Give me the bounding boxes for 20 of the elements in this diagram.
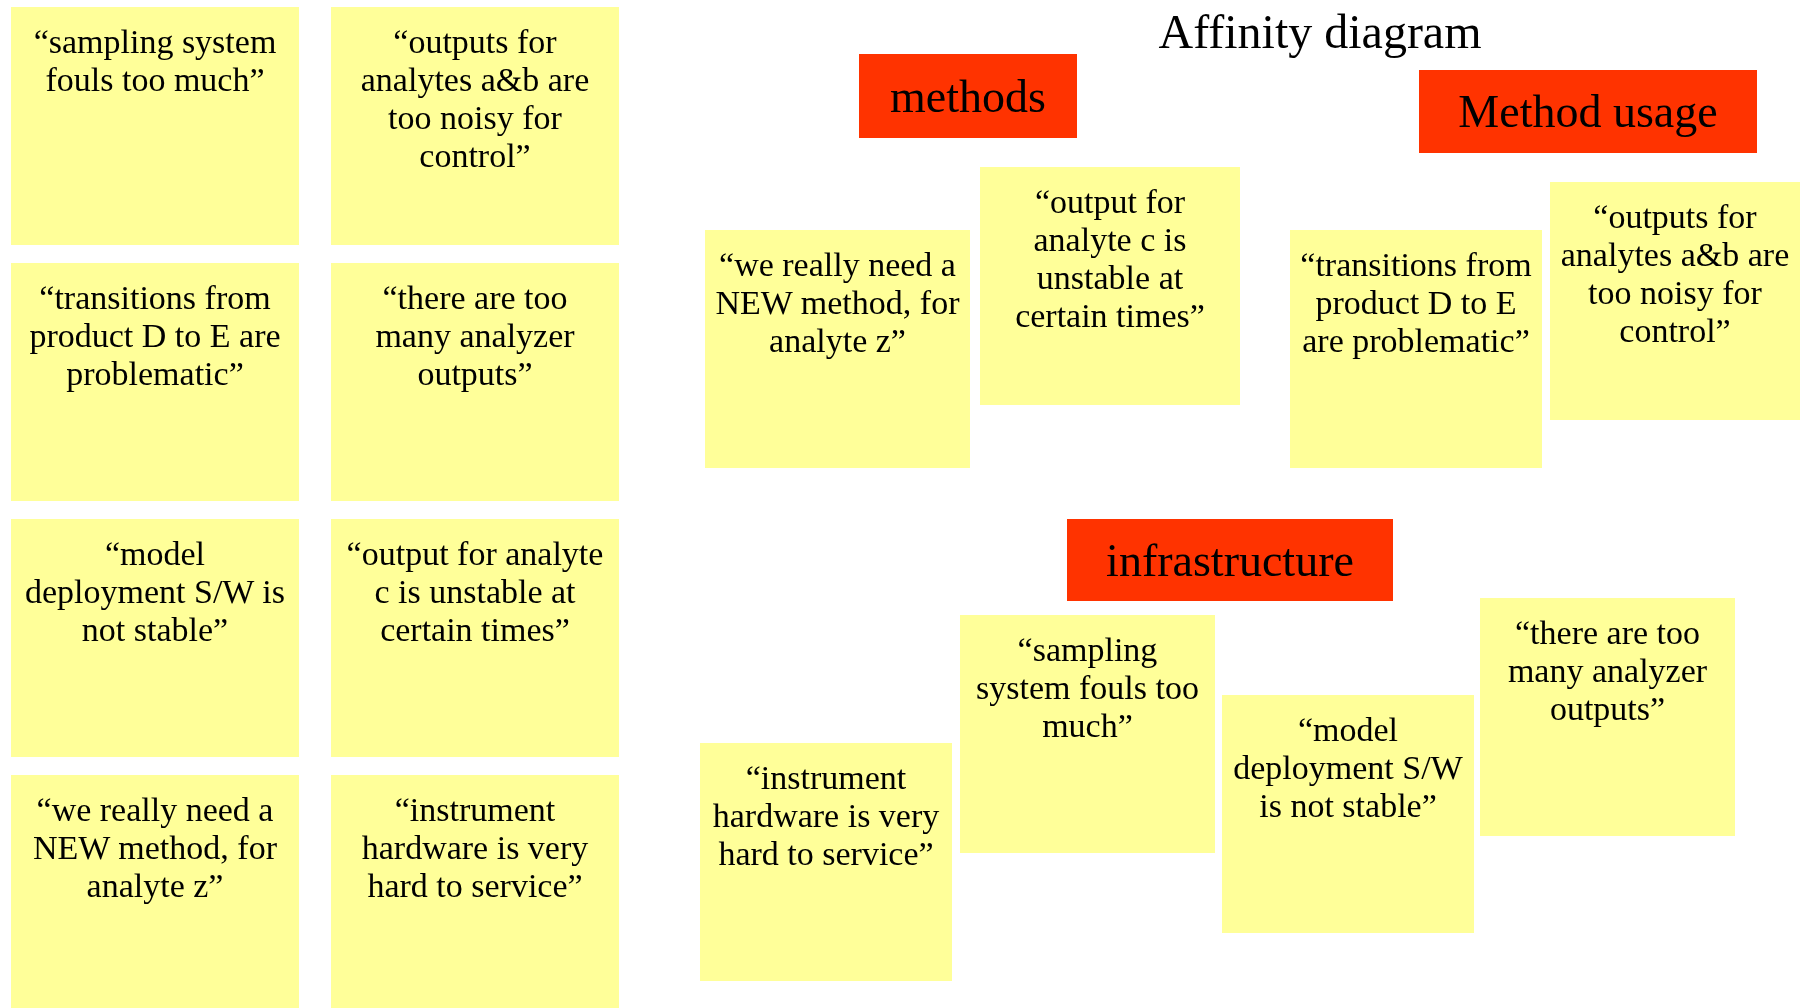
sticky-note: “we really need a NEW method, for analyte z” — [705, 230, 970, 468]
sticky-note: “there are too many analyzer outputs” — [1480, 598, 1735, 836]
diagram-title: Affinity diagram — [1157, 6, 1483, 58]
sticky-note: “transitions from product D to E are problematic” — [1290, 230, 1542, 468]
sticky-note: “transitions from product D to E are problematic” — [11, 263, 299, 501]
sticky-note: “model deployment S/W is not stable” — [11, 519, 299, 757]
sticky-note: “sampling system fouls too much” — [11, 7, 299, 245]
sticky-note: “we really need a NEW method, for analyte z” — [11, 775, 299, 1008]
sticky-note: “output for analyte c is unstable at certain times” — [980, 167, 1240, 405]
sticky-note: “output for analyte c is unstable at certain times” — [331, 519, 619, 757]
category-header: Method usage — [1419, 70, 1757, 153]
sticky-note: “sampling system fouls too much” — [960, 615, 1215, 853]
sticky-note: “instrument hardware is very hard to service” — [331, 775, 619, 1008]
sticky-note: “outputs for analytes a&b are too noisy for control” — [331, 7, 619, 245]
category-header: methods — [859, 54, 1077, 138]
sticky-note: “model deployment S/W is not stable” — [1222, 695, 1474, 933]
sticky-note: “outputs for analytes a&b are too noisy for control” — [1550, 182, 1800, 420]
sticky-note: “there are too many analyzer outputs” — [331, 263, 619, 501]
category-header: infrastructure — [1067, 519, 1393, 601]
sticky-note: “instrument hardware is very hard to service” — [700, 743, 952, 981]
